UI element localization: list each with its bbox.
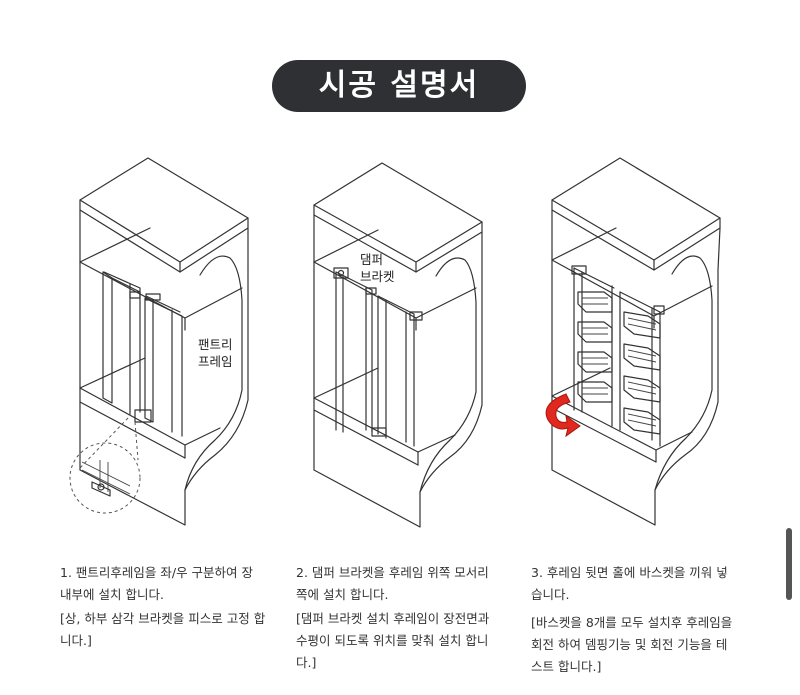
step-2: 2. 댐퍼 브라켓을 후레임 위쪽 모서리 쪽에 설치 합니다. [댐퍼 브라켓…	[296, 562, 516, 674]
step-3: 3. 후레임 뒷면 홀에 바스켓을 끼워 넣 습니다. [바스켓을 8개를 모두…	[531, 562, 751, 678]
page-title: 시공 설명서	[272, 60, 526, 112]
damper-bracket-label-line2: 브라켓	[360, 269, 395, 284]
step-2-main: 2. 댐퍼 브라켓을 후레임 위쪽 모서리 쪽에 설치 합니다.	[296, 565, 489, 602]
pantry-frame-label-line2: 프레임	[198, 354, 233, 369]
step-1-main: 1. 팬트리후레임을 좌/우 구분하여 장 내부에 설치 합니다.	[60, 565, 254, 602]
diagram-2-damper-bracket: 댐퍼 브라켓	[313, 162, 483, 528]
step-2-note: [댐퍼 브라켓 설치 후레임이 장전면과 수평이 되도록 위치를 맞춰 설치 합…	[296, 611, 490, 670]
step-3-main: 3. 후레임 뒷면 홀에 바스켓을 끼워 넣 습니다.	[531, 565, 728, 602]
diagram-3-baskets	[545, 157, 721, 526]
damper-bracket-label-line1: 댐퍼	[360, 252, 383, 267]
step-1: 1. 팬트리후레임을 좌/우 구분하여 장 내부에 설치 합니다. [상, 하부…	[60, 562, 280, 652]
step-1-note: [상, 하부 삼각 브라켓을 피스로 고정 합 니다.]	[60, 611, 266, 648]
rotate-arrow-icon	[545, 393, 581, 438]
step-3-note: [바스켓을 8개를 모두 설치후 후레임을 회전 하여 뎀핑기능 및 회전 기능…	[531, 615, 733, 674]
diagram-1-pantry-frame: 팬트리 프레임	[69, 157, 249, 526]
scrollbar-thumb[interactable]	[786, 528, 792, 600]
pantry-frame-label-line1: 팬트리	[198, 337, 233, 352]
